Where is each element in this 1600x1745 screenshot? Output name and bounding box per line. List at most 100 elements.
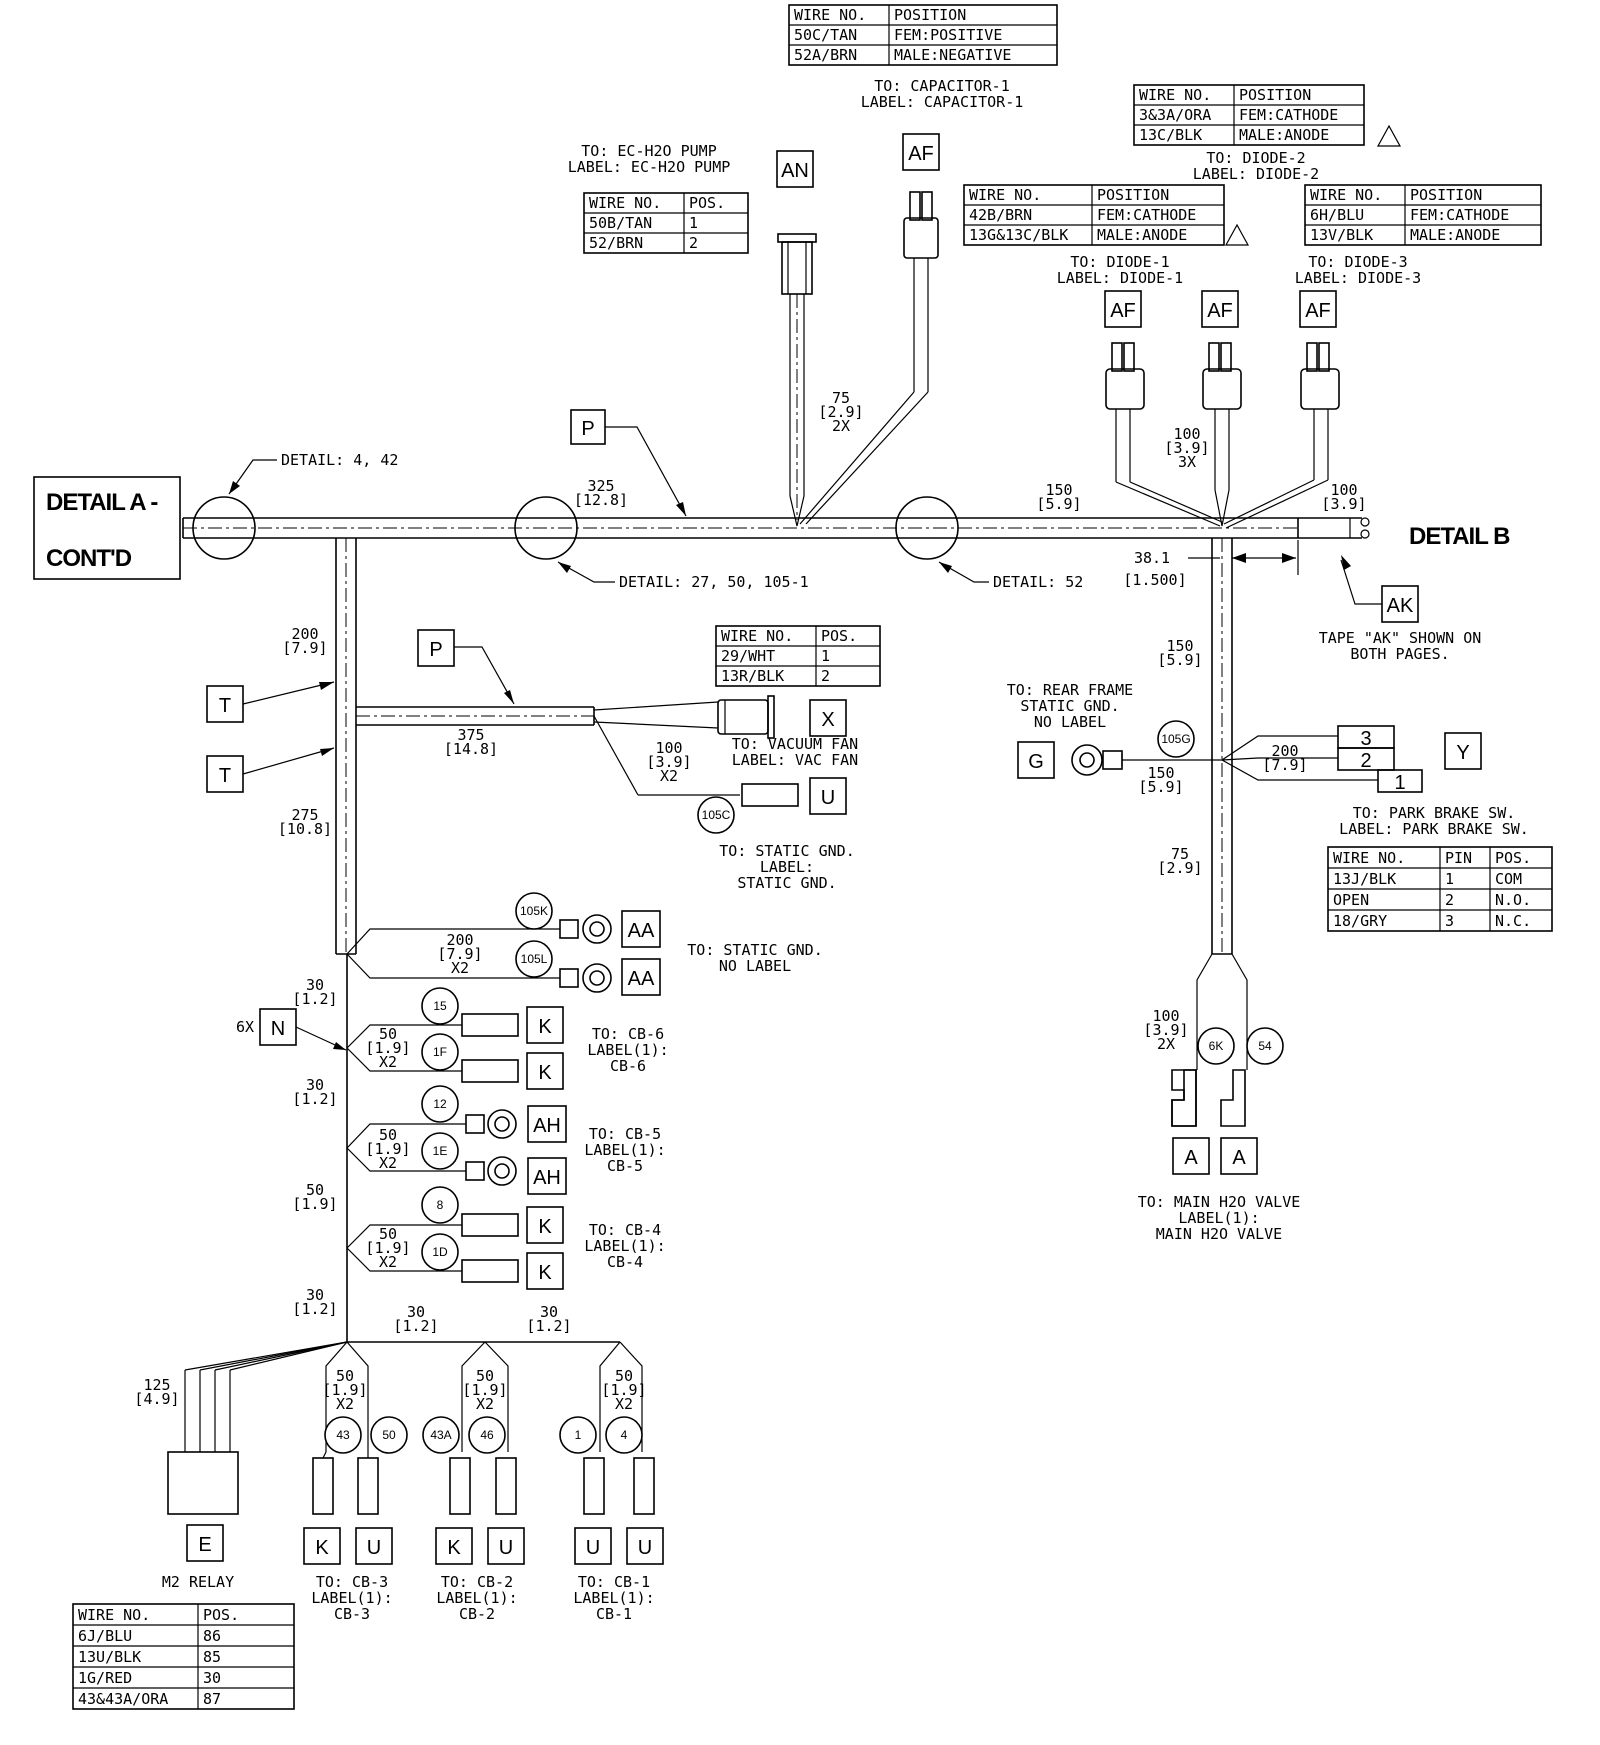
table-cell: 1G/RED bbox=[78, 1669, 132, 1687]
pin-box-1 bbox=[1377, 769, 1423, 793]
callout-an: AN bbox=[781, 160, 809, 182]
table-cell: 1 bbox=[689, 214, 698, 232]
cb1-label-val: CB-1 bbox=[596, 1605, 632, 1623]
parkbrake-label-to: TO: PARK BRAKE SW. bbox=[1353, 804, 1516, 822]
cb1-label-label: LABEL(1): bbox=[573, 1589, 654, 1607]
table-cell: MALE:ANODE bbox=[1410, 226, 1500, 244]
tag-12: 12 bbox=[433, 1097, 447, 1111]
table-cell: 85 bbox=[203, 1648, 221, 1666]
table-cell: FEM:CATHODE bbox=[1239, 106, 1338, 124]
dim-30-e: 30 bbox=[540, 1303, 558, 1321]
table-cell: 87 bbox=[203, 1690, 221, 1708]
cb6-label-label: LABEL(1): bbox=[587, 1041, 668, 1059]
tag-54: 54 bbox=[1258, 1039, 1272, 1053]
table-cell: 52/BRN bbox=[589, 234, 643, 252]
dim-150-g: 150 bbox=[1147, 764, 1174, 782]
dim-50-cb5: 50 bbox=[379, 1126, 397, 1144]
pin-box-2 bbox=[1337, 747, 1395, 771]
table-cell: 86 bbox=[203, 1627, 221, 1645]
table-cell: 50C/TAN bbox=[794, 26, 857, 44]
table-cell: 3 bbox=[1445, 912, 1454, 930]
table-cell: 1 bbox=[1445, 870, 1454, 888]
dim-50-b2-in: [1.9] bbox=[462, 1381, 507, 1399]
callout-k-cb3: K bbox=[315, 1537, 329, 1559]
table-cell: FEM:CATHODE bbox=[1097, 206, 1196, 224]
table-cell: 13C/BLK bbox=[1139, 126, 1202, 144]
tag-8: 8 bbox=[437, 1198, 444, 1212]
callout-n: N bbox=[271, 1018, 285, 1040]
dim-50-b2: 50 bbox=[476, 1367, 494, 1385]
cb4-branch bbox=[346, 1213, 519, 1283]
m2relay-label: M2 RELAY bbox=[162, 1573, 234, 1591]
dim-50-mid: 50 bbox=[306, 1181, 324, 1199]
table-frame bbox=[1133, 84, 1365, 146]
table-cell: 13G&13C/BLK bbox=[969, 226, 1068, 244]
mainvalve-label-to: TO: MAIN H2O VALVE bbox=[1138, 1193, 1301, 1211]
cb4-label-label: LABEL(1): bbox=[584, 1237, 665, 1255]
static-aa-label-label: NO LABEL bbox=[719, 957, 791, 975]
static-c-label-label: LABEL: bbox=[760, 858, 814, 876]
diode2-label-to: TO: DIODE-2 bbox=[1206, 149, 1305, 167]
callout-p-top: P bbox=[581, 418, 594, 440]
dim-50-cb5-qty: X2 bbox=[379, 1154, 397, 1172]
dim-50-b1: 50 bbox=[336, 1367, 354, 1385]
dim-50-cb4-in: [1.9] bbox=[365, 1239, 410, 1257]
callout-p-vacfan: P bbox=[429, 639, 442, 661]
table-header-cell: WIRE NO. bbox=[1310, 186, 1382, 204]
cb3-label-to: TO: CB-3 bbox=[316, 1573, 388, 1591]
capacitor-connector: AF bbox=[799, 133, 940, 525]
pump-label-to: TO: EC-H2O PUMP bbox=[581, 142, 716, 160]
dim-100-tape-in: [3.9] bbox=[1321, 495, 1366, 513]
callout-u-cb1-1: U bbox=[586, 1537, 600, 1559]
detail-circle-a bbox=[192, 496, 256, 560]
dim-375: 375 bbox=[457, 726, 484, 744]
tag-43: 43 bbox=[336, 1428, 350, 1442]
table-cell: 29/WHT bbox=[721, 647, 775, 665]
tag-6k: 6K bbox=[1209, 1039, 1224, 1053]
tag-105l: 105L bbox=[521, 952, 548, 966]
table-header-cell: WIRE NO. bbox=[1333, 849, 1405, 867]
revision-triangle-icon bbox=[1224, 223, 1250, 246]
dim-30-b: 30 bbox=[306, 1076, 324, 1094]
tag-1f: 1F bbox=[433, 1045, 447, 1059]
cb3-label-val: CB-3 bbox=[334, 1605, 370, 1623]
dim-75-r-in: [2.9] bbox=[1157, 859, 1202, 877]
callout-u-cb3: U bbox=[367, 1537, 381, 1559]
table-header-cell: POSITION bbox=[1410, 186, 1482, 204]
mainvalve-label-label: LABEL(1): bbox=[1178, 1209, 1259, 1227]
table-header-cell: POS. bbox=[821, 627, 857, 645]
detail-4-42-label: DETAIL: 4, 42 bbox=[281, 451, 398, 469]
table-header-cell: POSITION bbox=[894, 6, 966, 24]
table-cell: COM bbox=[1495, 870, 1522, 888]
detail-a-line1: DETAIL A - bbox=[46, 489, 158, 516]
callout-k-cb2: K bbox=[447, 1537, 461, 1559]
dim-200-aa: 200 bbox=[446, 931, 473, 949]
callout-k-cb6-1: K bbox=[538, 1016, 552, 1038]
dim-100-mv: 100 bbox=[1152, 1007, 1179, 1025]
table-frame bbox=[583, 192, 749, 254]
table-frame bbox=[715, 625, 881, 687]
dim-375-in: [14.8] bbox=[444, 740, 498, 758]
table-cell: 6H/BLU bbox=[1310, 206, 1364, 224]
dim-50-b3-in: [1.9] bbox=[601, 1381, 646, 1399]
dim-30-b-in: [1.2] bbox=[292, 1090, 337, 1108]
table-frame bbox=[788, 4, 1058, 66]
bottom-branches bbox=[167, 1341, 655, 1515]
dim-50-b1-qty: X2 bbox=[336, 1395, 354, 1413]
tape-note-2: BOTH PAGES. bbox=[1350, 645, 1449, 663]
tag-50: 50 bbox=[382, 1428, 396, 1442]
cb2-label-to: TO: CB-2 bbox=[441, 1573, 513, 1591]
table-cell: 13V/BLK bbox=[1310, 226, 1373, 244]
dim-50-b3-qty: X2 bbox=[615, 1395, 633, 1413]
diode3-label-to: TO: DIODE-3 bbox=[1308, 253, 1407, 271]
table-cell: MALE:NEGATIVE bbox=[894, 46, 1011, 64]
dim-50-cb4-qty: X2 bbox=[379, 1253, 397, 1271]
callout-a-1: A bbox=[1184, 1147, 1198, 1169]
